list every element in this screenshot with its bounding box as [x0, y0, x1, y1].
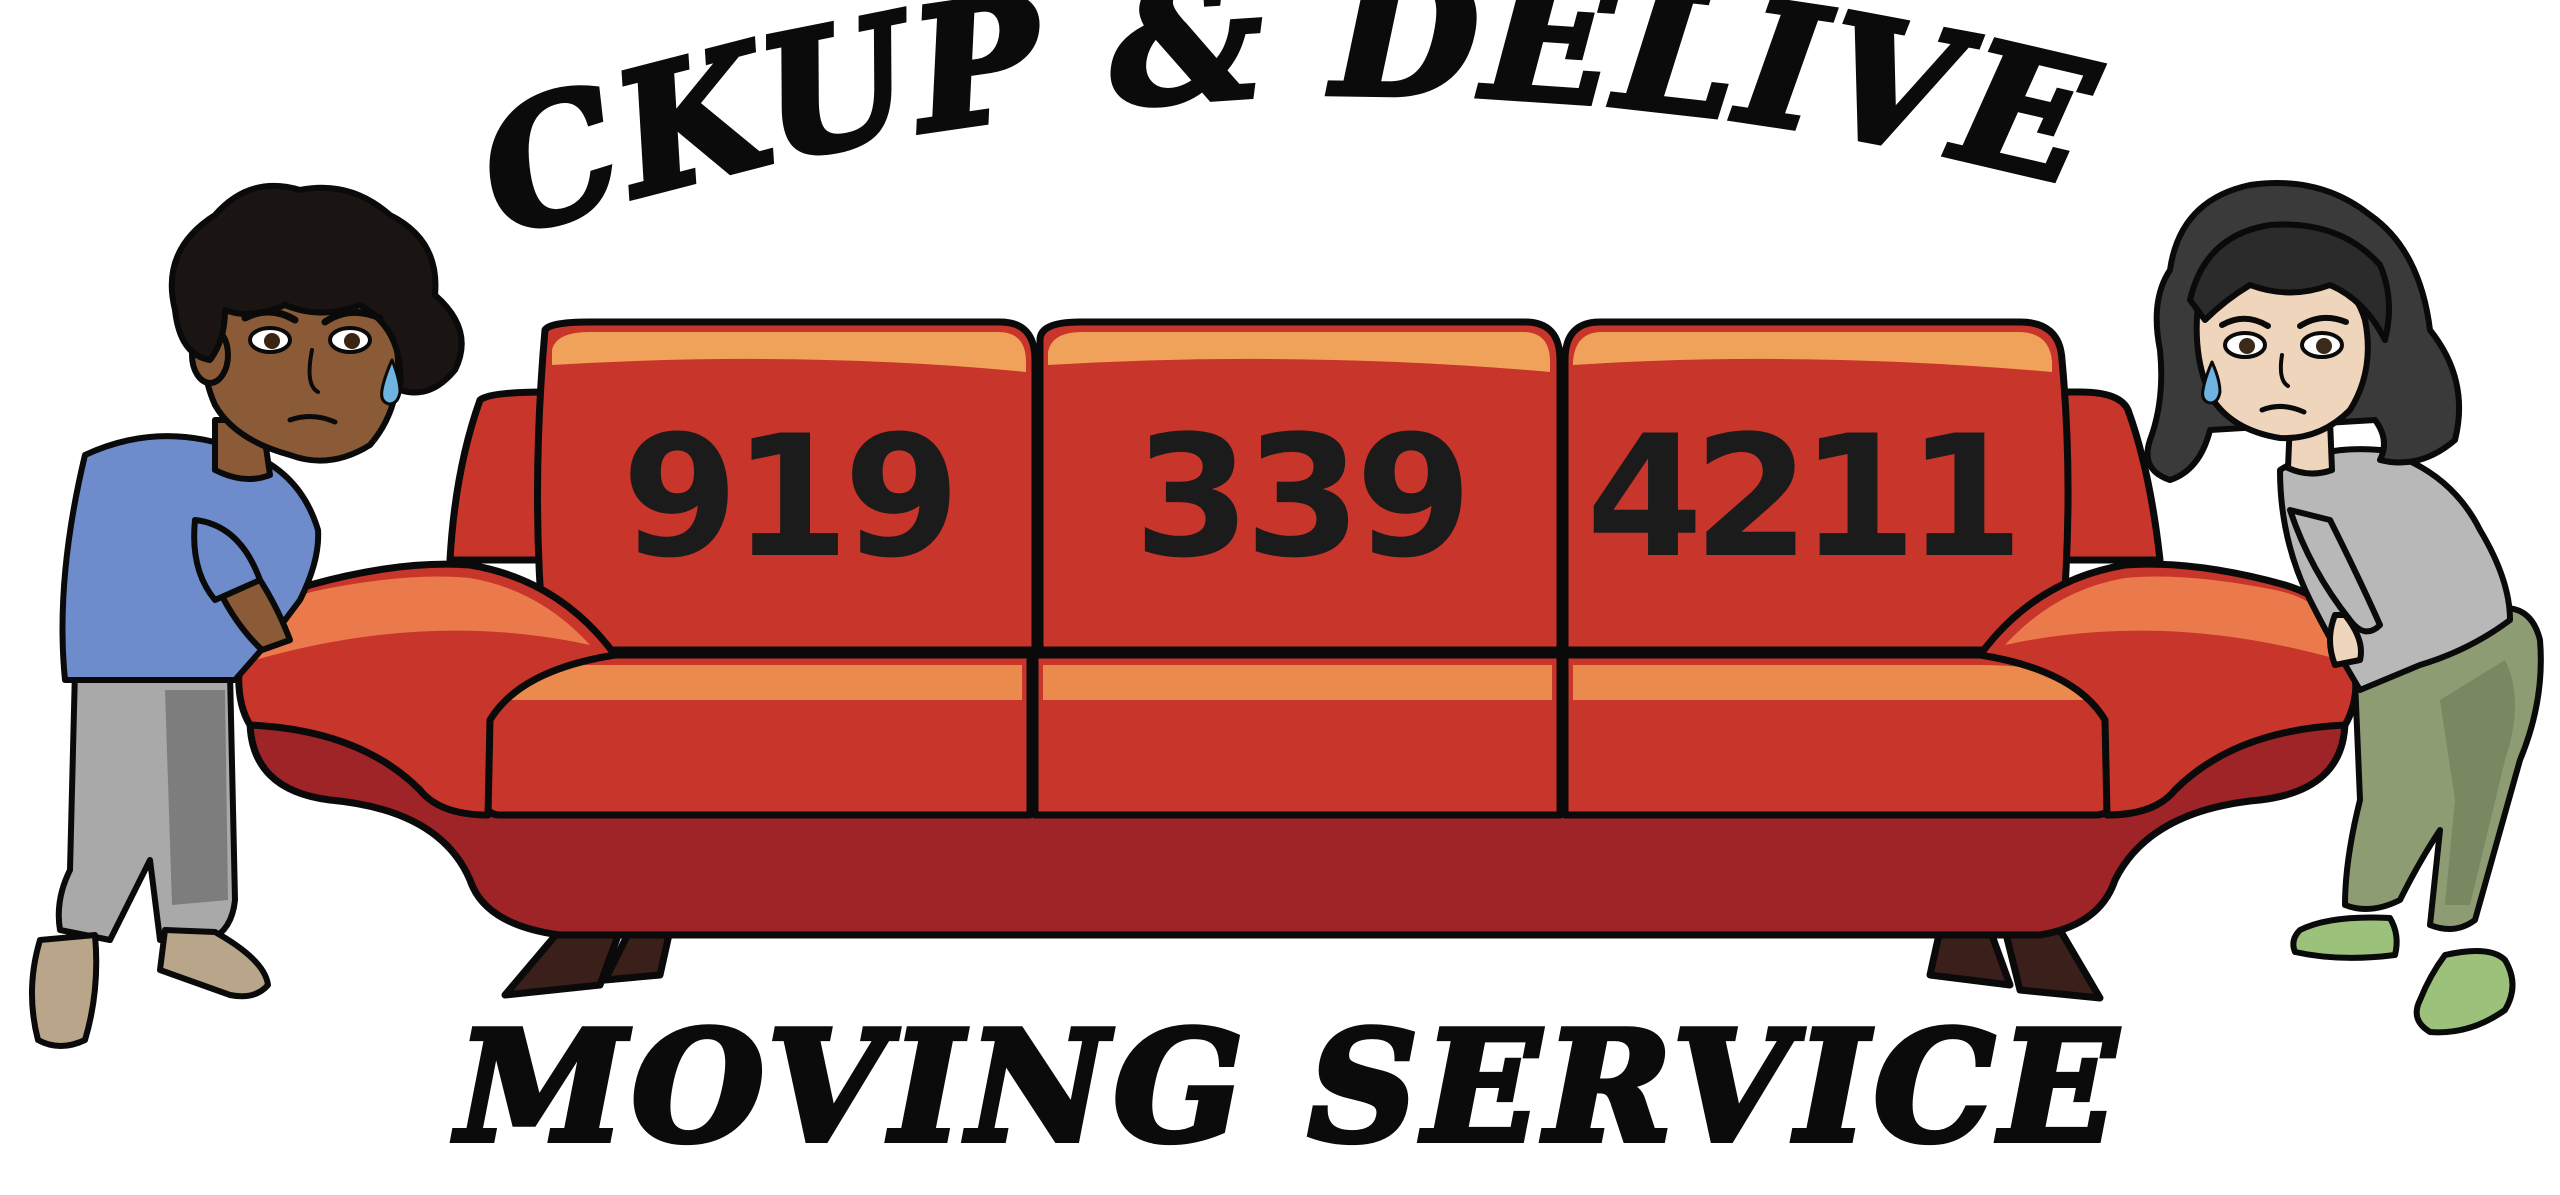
- man-shoe-right: [157, 927, 271, 1000]
- sofa: [235, 318, 2360, 1002]
- man-mover: [28, 182, 465, 1049]
- sofa-arm-left-top: [255, 576, 590, 660]
- headline-bottom: MOVING SERVICE: [452, 997, 2122, 1176]
- back-cushion-middle: [1036, 318, 1564, 654]
- back-cushion-right: [1561, 318, 2072, 654]
- sofa-seat-cushions: [474, 651, 2124, 819]
- phone-part-3: 4211: [1586, 399, 2014, 595]
- sofa-legs: [501, 926, 2104, 1002]
- woman-shoe-right: [2413, 948, 2516, 1036]
- phone-part-1: 919: [622, 399, 955, 595]
- man-shoe-left: [28, 932, 100, 1049]
- woman-mover: [2144, 180, 2544, 1036]
- phone-part-2: 339: [1134, 399, 1467, 595]
- man-sweat-drop: [380, 358, 402, 406]
- sofa-arm-right-top: [2005, 576, 2340, 660]
- woman-arm: [2287, 507, 2383, 635]
- woman-sweat-drop: [2201, 360, 2222, 405]
- sofa-back-cushions: [534, 318, 2072, 654]
- back-cushion-left: [534, 318, 1039, 654]
- woman-shoe-left: [2290, 914, 2400, 961]
- phone-number: 919 339 4211: [622, 399, 2024, 595]
- man-hair: [168, 182, 465, 396]
